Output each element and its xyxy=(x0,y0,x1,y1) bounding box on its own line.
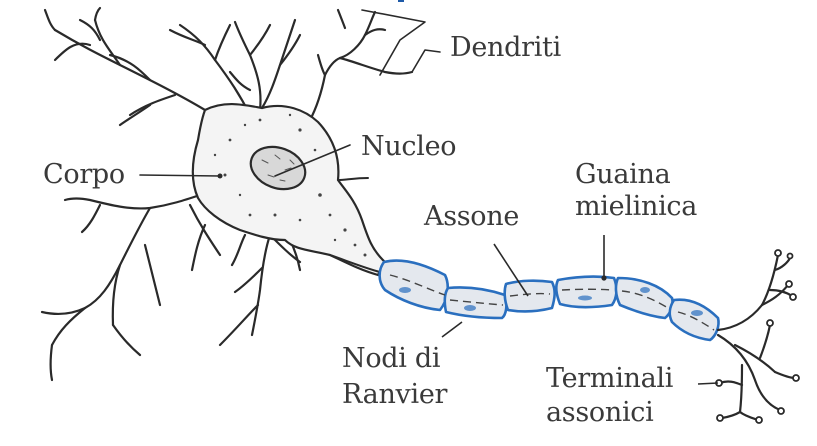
dendrites-lower-left xyxy=(40,193,222,382)
label-nucleo: Nucleo xyxy=(361,131,457,162)
dendriti-pointer xyxy=(361,9,441,76)
label-terminali-line2: assonici xyxy=(546,397,654,428)
axon-hillock xyxy=(329,254,381,273)
axon-core xyxy=(389,274,715,331)
dendrites-upper-left xyxy=(43,6,207,127)
terminal-buttons xyxy=(715,249,800,424)
dendrites-upper-middle xyxy=(168,18,302,117)
label-terminali-line1: Terminali xyxy=(546,363,674,394)
terminali-pointer xyxy=(697,382,719,385)
nucleo-pointer xyxy=(274,144,351,177)
cell-body-stipple xyxy=(213,113,367,257)
nucleus xyxy=(249,145,307,191)
label-guaina-line2: mielinica xyxy=(575,191,698,222)
schwann-nuclei xyxy=(399,287,703,316)
axon-terminals xyxy=(716,253,797,422)
label-pointers xyxy=(441,235,719,385)
label-nodi-line2: Ranvier xyxy=(342,379,448,410)
myelin-sheath xyxy=(378,259,720,342)
label-corpo: Corpo xyxy=(43,159,125,190)
nucleus-texture xyxy=(261,154,295,182)
myelin-segment xyxy=(503,279,556,313)
myelin-segment xyxy=(443,286,508,320)
dendrites-upper-right xyxy=(308,8,414,122)
dendrites-lower-middle xyxy=(218,233,302,347)
assone-pointer xyxy=(493,243,529,297)
myelin-segment xyxy=(614,276,674,320)
myelin-segment xyxy=(554,275,618,309)
myelin-segment xyxy=(378,259,450,312)
myelin-segment xyxy=(668,298,720,342)
label-guaina-line1: Guaina xyxy=(575,159,671,190)
label-dendriti: Dendriti xyxy=(450,32,561,63)
label-assone: Assone xyxy=(424,201,520,232)
label-nodi-line1: Nodi di xyxy=(342,343,441,374)
top-edge-mark xyxy=(398,0,404,2)
corpo-pointer xyxy=(139,174,221,177)
nodi-pointer xyxy=(441,321,463,338)
